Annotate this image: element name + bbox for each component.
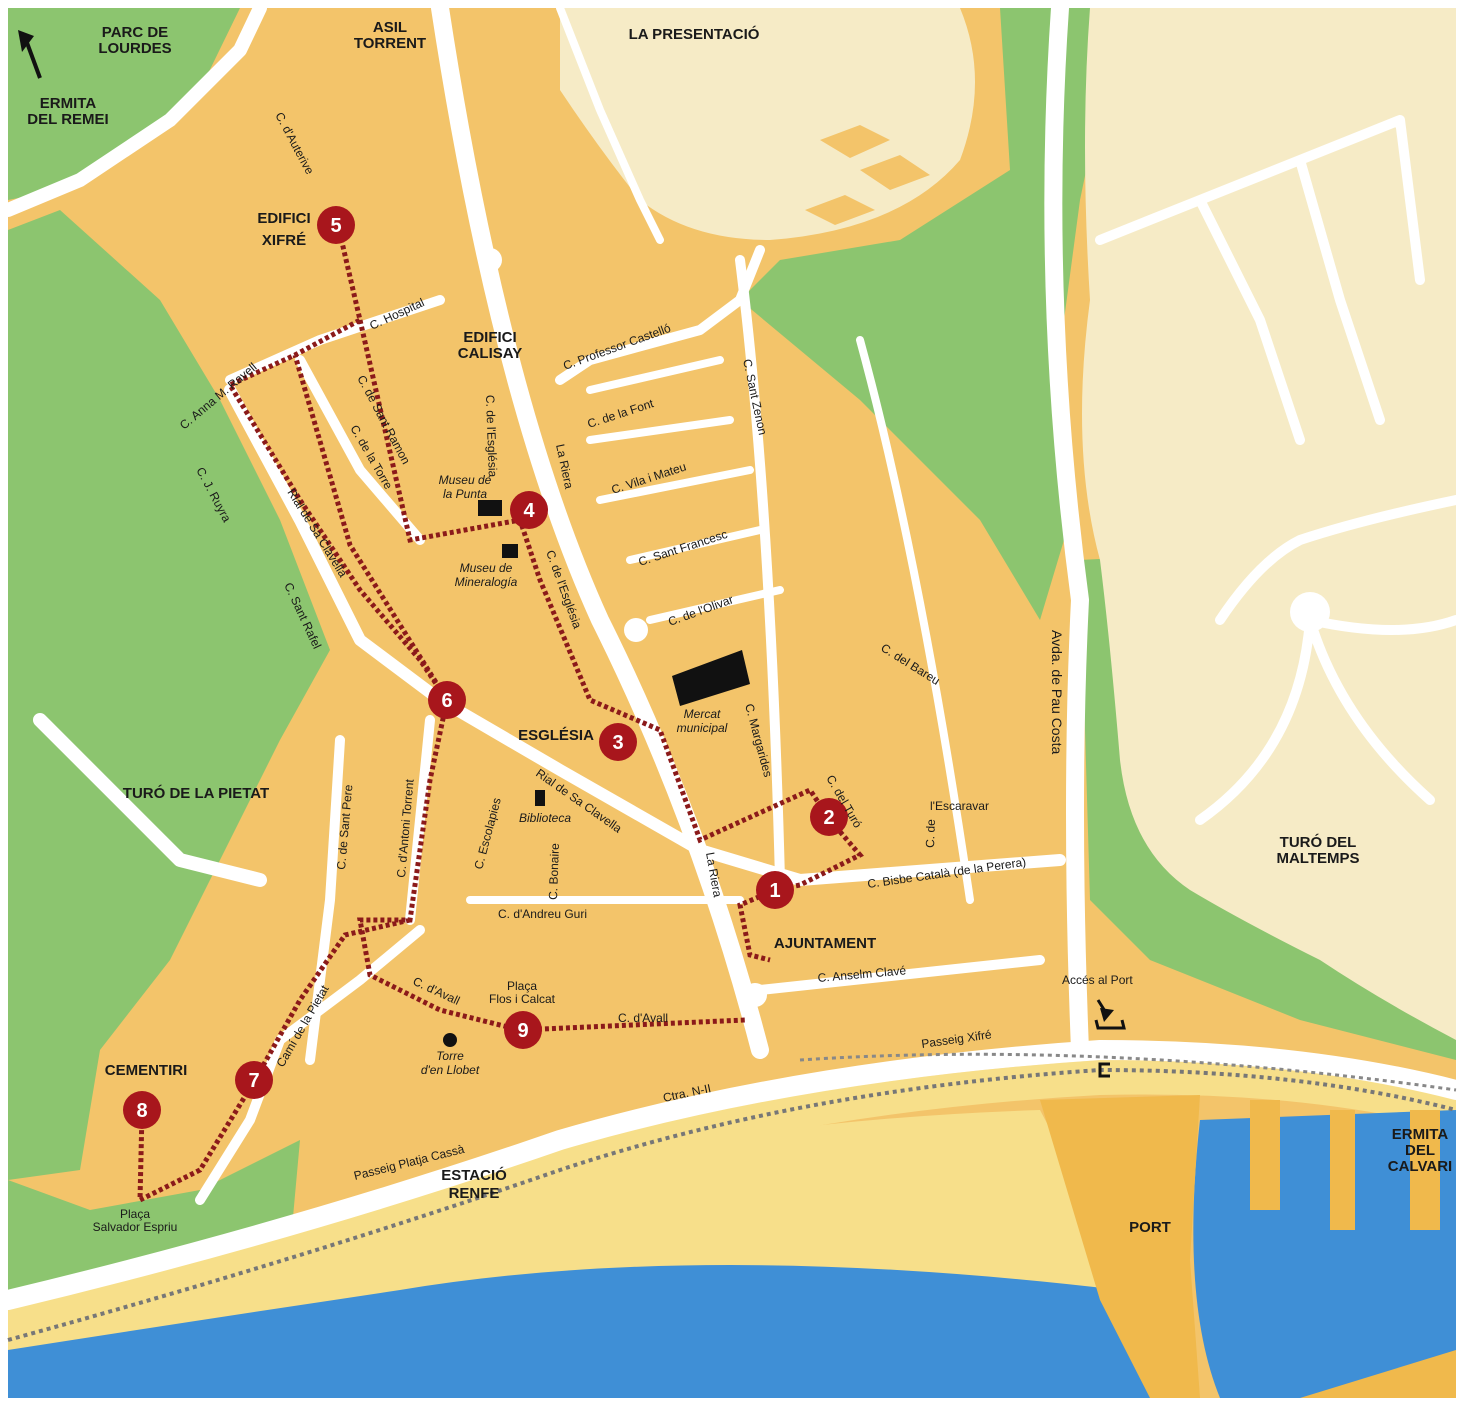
label-turo-del-maltemps-1: TURÓ DEL bbox=[1280, 833, 1357, 851]
museu-de-mineralogia-building bbox=[502, 544, 518, 558]
label-edifici-xifre-2: XIFRÉ bbox=[262, 232, 306, 249]
route-marker-3[interactable]: 3 bbox=[599, 723, 637, 761]
sea bbox=[8, 1265, 1200, 1398]
poi-museu-de-mineralogia-1: Museu de bbox=[460, 561, 513, 575]
poi-museu-de-mineralogia-2: Mineralogía bbox=[455, 575, 518, 589]
label-la-presentacio: LA PRESENTACIÓ bbox=[629, 25, 760, 43]
label-asil-torrent-1: ASIL bbox=[373, 19, 407, 36]
svg-text:1: 1 bbox=[769, 880, 780, 902]
port-area bbox=[1040, 1095, 1456, 1398]
svg-text:5: 5 bbox=[330, 215, 341, 237]
biblioteca-building bbox=[535, 790, 545, 806]
label-esglesia: ESGLÉSIA bbox=[518, 727, 594, 744]
poi-torre-den-llobet-2: d'en Llobet bbox=[421, 1063, 480, 1077]
north-arrow-icon bbox=[18, 30, 42, 79]
svg-text:6: 6 bbox=[441, 690, 452, 712]
label-edifici-calisay-1: EDIFICI bbox=[463, 329, 516, 346]
svg-text:3: 3 bbox=[612, 732, 623, 754]
area-labels: PARC DE LOURDES ASIL TORRENT LA PRESENTA… bbox=[27, 19, 1452, 1236]
railway-line-port bbox=[799, 1052, 1457, 1092]
route-marker-5[interactable]: 5 bbox=[317, 206, 355, 244]
torre-den-llobet-dot bbox=[443, 1033, 457, 1047]
svg-text:8: 8 bbox=[136, 1100, 147, 1122]
label-turo-del-maltemps-2: MALTEMPS bbox=[1276, 850, 1359, 867]
beach-wide bbox=[8, 1110, 1140, 1350]
svg-text:2: 2 bbox=[823, 807, 834, 829]
poi-placa-salvador-espriu-1: Plaça bbox=[120, 1207, 150, 1221]
poi-placa-flos-i-calcat-2: Flos i Calcat bbox=[489, 992, 556, 1006]
svg-text:9: 9 bbox=[517, 1020, 528, 1042]
poi-placa-salvador-espriu-2: Salvador Espriu bbox=[93, 1220, 178, 1234]
label-parc-de-lourdes-1: PARC DE bbox=[102, 24, 168, 41]
hill-blocks bbox=[805, 125, 930, 225]
plazas bbox=[478, 248, 1330, 1007]
label-estacio-renfe-1: ESTACIÓ bbox=[441, 1166, 507, 1184]
poi-torre-den-llobet-1: Torre bbox=[436, 1049, 464, 1063]
label-port: PORT bbox=[1129, 1219, 1171, 1236]
street-c-de: C. de bbox=[923, 819, 938, 848]
poi-placa-flos-i-calcat-1: Plaça bbox=[507, 979, 537, 993]
street-lescaravar: l'Escaravar bbox=[930, 799, 989, 813]
label-ermita-del-calvari-2: DEL bbox=[1405, 1142, 1435, 1159]
label-asil-torrent-2: TORRENT bbox=[354, 35, 426, 52]
buildings bbox=[443, 500, 750, 1047]
route-marker-7[interactable]: 7 bbox=[235, 1061, 273, 1099]
hill-areas bbox=[560, 8, 1456, 1040]
poi-museu-de-la-punta-1: Museu de bbox=[439, 473, 492, 487]
route-marker-1[interactable]: 1 bbox=[756, 871, 794, 909]
street-c-bonaire: C. Bonaire bbox=[546, 843, 562, 900]
svg-text:4: 4 bbox=[523, 500, 535, 522]
label-ermita-del-remei-1: ERMITA bbox=[40, 95, 97, 112]
street-c-de-lesglesia-1: C. de l'Església bbox=[483, 395, 500, 478]
route-marker-4[interactable]: 4 bbox=[510, 491, 548, 529]
mercat-municipal-building bbox=[672, 650, 750, 706]
label-turo-de-la-pietat: TURÓ DE LA PIETAT bbox=[123, 784, 269, 802]
street-acces-al-port: Accés al Port bbox=[1062, 973, 1133, 987]
label-edifici-xifre-1: EDIFICI bbox=[257, 210, 310, 227]
poi-mercat-municipal-2: municipal bbox=[677, 721, 728, 735]
poi-museu-de-la-punta-2: la Punta bbox=[443, 487, 487, 501]
label-ermita-del-remei-2: DEL REMEI bbox=[27, 111, 108, 128]
poi-biblioteca: Biblioteca bbox=[519, 811, 571, 825]
museu-de-la-punta-building bbox=[478, 500, 502, 516]
street-avda-de-pau-costa: Avda. de Pau Costa bbox=[1049, 630, 1065, 754]
label-ermita-del-calvari-3: CALVARI bbox=[1388, 1158, 1452, 1175]
label-ermita-del-calvari-1: ERMITA bbox=[1392, 1126, 1449, 1143]
street-c-davall-2: C. d'Avall bbox=[618, 1011, 668, 1025]
route-marker-6[interactable]: 6 bbox=[428, 681, 466, 719]
label-edifici-calisay-2: CALISAY bbox=[458, 345, 522, 362]
label-estacio-renfe-2: RENFE bbox=[449, 1185, 500, 1202]
poi-labels: Museu de la Punta Museu de Mineralogía M… bbox=[93, 473, 728, 1234]
label-ajuntament: AJUNTAMENT bbox=[774, 935, 876, 952]
route-marker-2[interactable]: 2 bbox=[810, 798, 848, 836]
port-access-arrow-icon bbox=[1094, 999, 1126, 1078]
route-marker-9[interactable]: 9 bbox=[504, 1011, 542, 1049]
street-c-dandreu-guri: C. d'Andreu Guri bbox=[498, 907, 587, 921]
route-marker-8[interactable]: 8 bbox=[123, 1091, 161, 1129]
svg-text:7: 7 bbox=[248, 1070, 259, 1092]
label-parc-de-lourdes-2: LOURDES bbox=[98, 40, 171, 57]
label-cementiri: CEMENTIRI bbox=[105, 1062, 188, 1079]
railway-line bbox=[7, 1067, 1457, 1342]
poi-mercat-municipal-1: Mercat bbox=[684, 707, 721, 721]
beach bbox=[8, 1060, 1456, 1340]
